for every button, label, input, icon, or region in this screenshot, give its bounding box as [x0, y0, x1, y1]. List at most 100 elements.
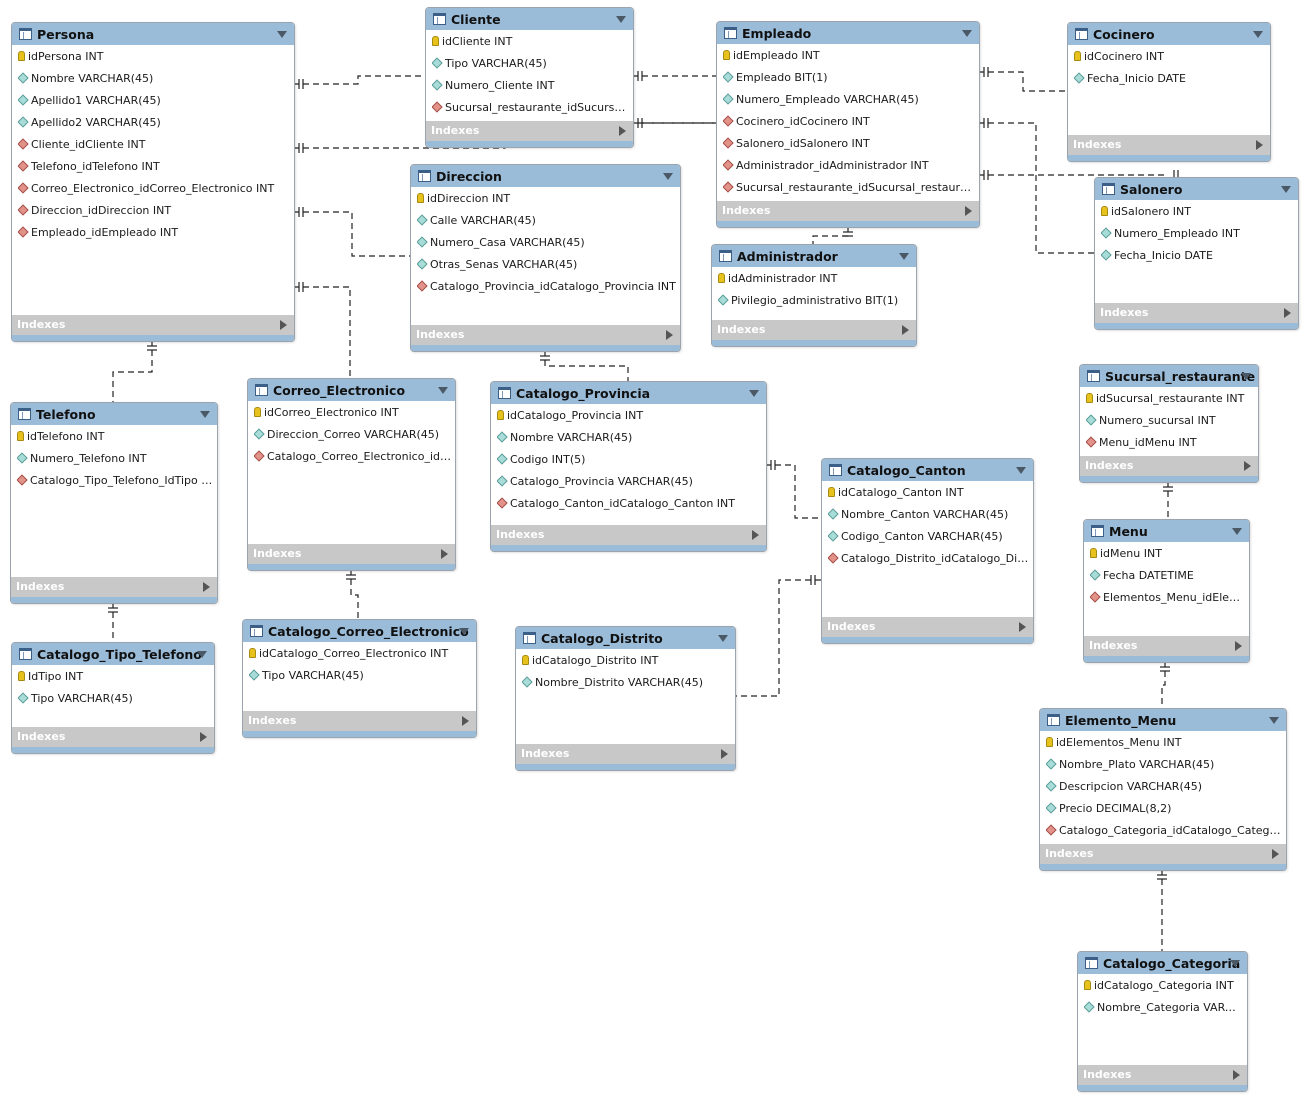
indexes-section[interactable]: Indexes: [1068, 135, 1270, 155]
column-row[interactable]: Fecha_Inicio DATE: [1074, 68, 1266, 90]
table-header[interactable]: Persona: [12, 23, 294, 45]
column-row[interactable]: Numero_Empleado INT: [1101, 223, 1294, 245]
table-header[interactable]: Catalogo_Tipo_Telefono: [12, 643, 214, 665]
foreign-key-column[interactable]: Cliente_idCliente INT: [18, 134, 290, 156]
expand-arrow-icon[interactable]: [1244, 461, 1251, 471]
primary-key-column[interactable]: idDireccion INT: [417, 188, 676, 210]
foreign-key-column[interactable]: Catalogo_Provincia_idCatalogo_Provincia …: [417, 276, 676, 298]
column-row[interactable]: Nombre_Categoria VARCHAR(45): [1084, 997, 1243, 1019]
foreign-key-column[interactable]: Menu_idMenu INT: [1086, 432, 1254, 454]
primary-key-column[interactable]: idEmpleado INT: [723, 45, 975, 67]
expand-arrow-icon[interactable]: [965, 206, 972, 216]
column-row[interactable]: Apellido1 VARCHAR(45): [18, 90, 290, 112]
indexes-section[interactable]: Indexes: [516, 744, 735, 764]
primary-key-column[interactable]: idCocinero INT: [1074, 46, 1266, 68]
primary-key-column[interactable]: idCatalogo_Canton INT: [828, 482, 1029, 504]
foreign-key-column[interactable]: Direccion_idDireccion INT: [18, 200, 290, 222]
indexes-section[interactable]: Indexes: [12, 315, 294, 335]
primary-key-column[interactable]: idCliente INT: [432, 31, 629, 53]
expand-arrow-icon[interactable]: [666, 330, 673, 340]
expand-arrow-icon[interactable]: [203, 582, 210, 592]
indexes-section[interactable]: Indexes: [12, 727, 214, 747]
collapse-arrow-icon[interactable]: [1232, 528, 1242, 535]
collapse-arrow-icon[interactable]: [962, 30, 972, 37]
foreign-key-column[interactable]: Catalogo_Categoria_idCatalogo_Categoria …: [1046, 820, 1282, 842]
primary-key-column[interactable]: idAdministrador INT: [718, 268, 912, 290]
indexes-section[interactable]: Indexes: [1095, 303, 1298, 323]
indexes-section[interactable]: Indexes: [822, 617, 1033, 637]
table-header[interactable]: Catalogo_Provincia: [491, 382, 766, 404]
expand-arrow-icon[interactable]: [462, 716, 469, 726]
column-row[interactable]: Numero_Empleado VARCHAR(45): [723, 89, 975, 111]
collapse-arrow-icon[interactable]: [438, 387, 448, 394]
column-row[interactable]: Nombre VARCHAR(45): [497, 427, 762, 449]
collapse-arrow-icon[interactable]: [459, 628, 469, 635]
column-row[interactable]: Direccion_Correo VARCHAR(45): [254, 424, 451, 446]
table-header[interactable]: Cliente: [426, 8, 633, 30]
expand-arrow-icon[interactable]: [1235, 641, 1242, 651]
column-row[interactable]: Precio DECIMAL(8,2): [1046, 798, 1282, 820]
foreign-key-column[interactable]: Sucursal_restaurante_idSucursal_restaura…: [723, 177, 975, 199]
primary-key-column[interactable]: idPersona INT: [18, 46, 290, 68]
collapse-arrow-icon[interactable]: [277, 31, 287, 38]
table-header[interactable]: Empleado: [717, 22, 979, 44]
indexes-section[interactable]: Indexes: [1078, 1065, 1247, 1085]
column-row[interactable]: Numero_Telefono INT: [17, 448, 213, 470]
collapse-arrow-icon[interactable]: [1230, 960, 1240, 967]
primary-key-column[interactable]: idCatalogo_Categoria INT: [1084, 975, 1243, 997]
column-row[interactable]: Numero_Casa VARCHAR(45): [417, 232, 676, 254]
expand-arrow-icon[interactable]: [1284, 308, 1291, 318]
column-row[interactable]: Fecha DATETIME: [1090, 565, 1245, 587]
table-header[interactable]: Catalogo_Canton: [822, 459, 1033, 481]
table-header[interactable]: Menu: [1084, 520, 1249, 542]
table-header[interactable]: Administrador: [712, 245, 916, 267]
table-header[interactable]: Cocinero: [1068, 23, 1270, 45]
primary-key-column[interactable]: idElementos_Menu INT: [1046, 732, 1282, 754]
indexes-section[interactable]: Indexes: [248, 544, 455, 564]
table-header[interactable]: Elemento_Menu: [1040, 709, 1286, 731]
collapse-arrow-icon[interactable]: [197, 651, 207, 658]
expand-arrow-icon[interactable]: [902, 325, 909, 335]
indexes-section[interactable]: Indexes: [1080, 456, 1258, 476]
column-row[interactable]: Tipo VARCHAR(45): [18, 688, 210, 710]
table-header[interactable]: Catalogo_Categoria: [1078, 952, 1247, 974]
primary-key-column[interactable]: idTelefono INT: [17, 426, 213, 448]
expand-arrow-icon[interactable]: [619, 126, 626, 136]
column-row[interactable]: Numero_sucursal INT: [1086, 410, 1254, 432]
collapse-arrow-icon[interactable]: [718, 635, 728, 642]
primary-key-column[interactable]: idCatalogo_Provincia INT: [497, 405, 762, 427]
table-header[interactable]: Salonero: [1095, 178, 1298, 200]
collapse-arrow-icon[interactable]: [1281, 186, 1291, 193]
expand-arrow-icon[interactable]: [1256, 140, 1263, 150]
column-row[interactable]: Pivilegio_administrativo BIT(1): [718, 290, 912, 312]
table-header[interactable]: Sucursal_restaurante: [1080, 365, 1258, 387]
table-header[interactable]: Catalogo_Correo_Electronico: [243, 620, 476, 642]
collapse-arrow-icon[interactable]: [899, 253, 909, 260]
foreign-key-column[interactable]: Elementos_Menu_idElementos_Menu INT: [1090, 587, 1245, 609]
primary-key-column[interactable]: idMenu INT: [1090, 543, 1245, 565]
column-row[interactable]: Tipo VARCHAR(45): [432, 53, 629, 75]
expand-arrow-icon[interactable]: [721, 749, 728, 759]
table-header[interactable]: Direccion: [411, 165, 680, 187]
expand-arrow-icon[interactable]: [752, 530, 759, 540]
column-row[interactable]: Catalogo_Provincia VARCHAR(45): [497, 471, 762, 493]
column-row[interactable]: Calle VARCHAR(45): [417, 210, 676, 232]
primary-key-column[interactable]: idCatalogo_Correo_Electronico INT: [249, 643, 472, 665]
indexes-section[interactable]: Indexes: [411, 325, 680, 345]
primary-key-column[interactable]: idSucursal_restaurante INT: [1086, 388, 1254, 410]
collapse-arrow-icon[interactable]: [616, 16, 626, 23]
